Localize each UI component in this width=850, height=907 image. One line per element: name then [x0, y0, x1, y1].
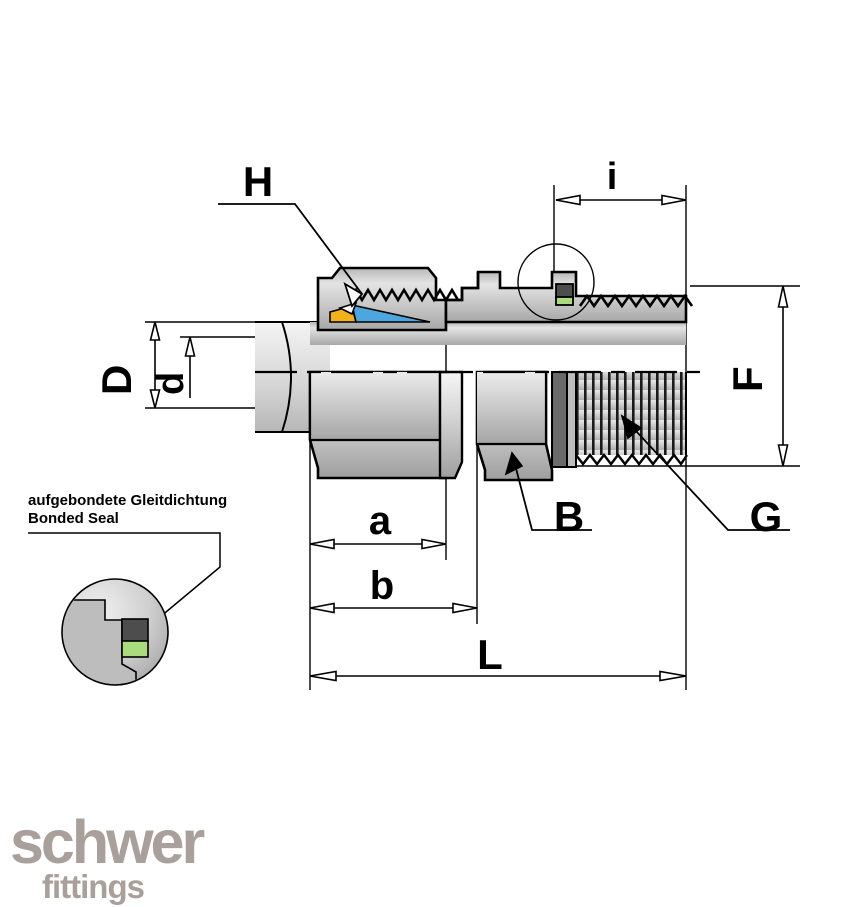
- coupling-nut-flat: [310, 372, 440, 440]
- detail-zoom-circle: [517, 243, 595, 321]
- body-hex-flat: [477, 372, 546, 444]
- label-b: b: [370, 564, 394, 608]
- seal-metal-washer: [121, 618, 149, 643]
- bonded-seal-washer-lower: [551, 371, 568, 468]
- seal-backing-lower: [566, 371, 577, 468]
- shoulder-ring-lower: [438, 370, 464, 480]
- fitting-assembly: [255, 243, 700, 482]
- label-H: H: [243, 158, 273, 205]
- male-thread-lower: [575, 372, 688, 467]
- seal-elastomer: [121, 640, 149, 658]
- label-G: G: [750, 493, 783, 540]
- body-groove: [446, 272, 480, 302]
- bonded-seal-label-en: Bonded Seal: [28, 510, 119, 527]
- bonded-seal-dark-main: [555, 283, 574, 299]
- bonded-seal-label-de: aufgebondete Gleitdichtung: [28, 492, 227, 509]
- bonded-seal-leader: [28, 532, 221, 618]
- logo-tagline: fittings: [42, 868, 144, 905]
- male-thread-zigzag-upper: [578, 293, 694, 309]
- logo-wordmark: schwer: [10, 808, 204, 876]
- ferrule-blue: [350, 303, 431, 323]
- label-D: D: [93, 365, 140, 395]
- internal-thread-zigzag: [348, 287, 460, 303]
- label-B: B: [554, 493, 584, 540]
- label-i: i: [607, 156, 618, 198]
- company-logo: schwer fittings: [10, 808, 207, 905]
- leader-lines: [218, 203, 790, 531]
- leader-B: [511, 452, 592, 531]
- leader-H: [218, 203, 363, 295]
- label-a: a: [369, 499, 392, 543]
- bonded-seal-detail-content: [63, 599, 149, 684]
- body-hex-edges: [477, 372, 548, 446]
- label-d: d: [150, 372, 192, 395]
- bonded-seal-detail: aufgebondete Gleitdichtung Bonded Seal: [28, 492, 227, 686]
- leader-G: [621, 415, 790, 531]
- bonded-seal-green-main: [555, 296, 574, 306]
- label-F: F: [724, 366, 771, 392]
- dimension-lines: [149, 194, 789, 682]
- label-L: L: [477, 631, 503, 678]
